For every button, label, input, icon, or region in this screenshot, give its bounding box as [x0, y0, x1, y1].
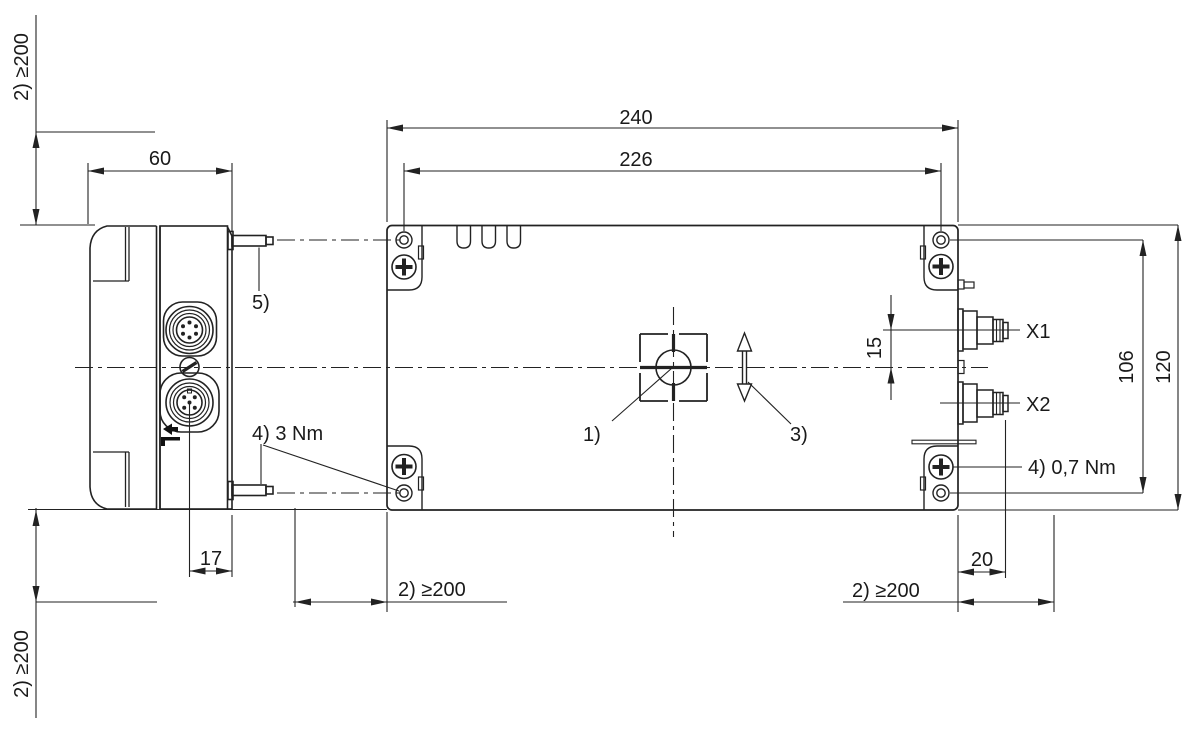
connector-pins-top	[181, 320, 198, 340]
edge-tab	[957, 359, 965, 375]
dim-hole-height	[950, 239, 1147, 494]
clearance-label-bottom-left: 2) ≥200	[11, 630, 33, 698]
dim-x1-offset	[887, 295, 895, 400]
clearance-label-bottom-right: 2) ≥200	[852, 580, 920, 602]
callout-label-3: 3)	[790, 424, 808, 446]
mounting-hole-bottom-left	[395, 484, 413, 502]
dim-label-226: 226	[619, 149, 652, 171]
side-view-housing	[89, 225, 233, 510]
dim-label-60: 60	[149, 148, 171, 170]
callout-label-4-side: 4) 3 Nm	[252, 423, 323, 445]
connector-x2	[911, 381, 1009, 445]
corner-foot-bottom-right	[919, 445, 958, 510]
corner-foot-top-left	[387, 226, 425, 291]
orientation-arrow-icon	[161, 423, 180, 446]
ground-tab	[911, 439, 977, 445]
connector-label-x1: X1	[1026, 321, 1050, 343]
mounting-hole-top-left	[395, 231, 413, 249]
screw-top-right	[928, 253, 954, 280]
m12-connector-top	[165, 305, 214, 355]
clearance-label-top-left: 2) ≥200	[11, 33, 33, 101]
connector-label-x2: X2	[1026, 394, 1050, 416]
center-fixture	[639, 333, 708, 402]
connector-x1	[957, 279, 1009, 352]
dim-label-17: 17	[200, 548, 222, 570]
dim-label-20: 20	[971, 549, 993, 571]
corner-foot-bottom-left	[387, 445, 425, 510]
dim-connector-depth	[188, 404, 233, 577]
leader-movement-arrow	[747, 381, 792, 425]
screw-bottom-right	[928, 454, 954, 480]
corner-foot-top-right	[919, 226, 958, 291]
mounting-pin-top	[227, 230, 274, 251]
dim-label-120: 120	[1153, 350, 1175, 383]
dim-label-106: 106	[1116, 350, 1138, 383]
callout-leaders	[258, 247, 1022, 492]
callout-label-5: 5)	[252, 292, 270, 314]
clearance-label-bottom-center: 2) ≥200	[398, 579, 466, 601]
clamp-bracket-top	[93, 227, 130, 282]
leader-center-hole	[611, 367, 673, 422]
clearance-top-left	[20, 15, 155, 226]
dim-total-width	[386, 120, 959, 222]
callout-label-1: 1)	[583, 424, 601, 446]
dim-total-height	[958, 224, 1182, 511]
callout-label-4-main: 4) 0,7 Nm	[1028, 457, 1116, 479]
top-view	[386, 224, 1009, 511]
centerlines	[75, 239, 1020, 537]
dim-label-15: 15	[864, 337, 886, 359]
vent-slots	[456, 226, 522, 249]
clamp-bracket-bottom	[93, 451, 130, 507]
clearance-bottom-left	[28, 508, 387, 718]
cover-screw	[179, 356, 200, 378]
clearance-bottom-right	[843, 515, 1055, 612]
dim-hole-spacing	[403, 163, 942, 231]
dim-label-240: 240	[619, 107, 652, 129]
mounting-hole-top-right	[932, 231, 950, 249]
mounting-pin-bottom	[227, 480, 274, 501]
dim-side-depth	[87, 163, 233, 232]
movement-double-arrow-icon	[736, 331, 753, 403]
dim-connector-protrusion	[957, 420, 1007, 612]
clearance-bottom-center	[293, 508, 507, 612]
mounting-hole-bottom-right	[932, 484, 950, 502]
labels: 240 226 60 106 120 15 20 17 2) ≥200 2) ≥…	[11, 33, 1175, 698]
screw-top-left	[391, 254, 417, 280]
leader-torque-side-b	[262, 444, 400, 492]
dimensions	[20, 15, 1182, 718]
connector-pins-bottom	[182, 395, 197, 410]
screw-bottom-left	[391, 453, 417, 480]
